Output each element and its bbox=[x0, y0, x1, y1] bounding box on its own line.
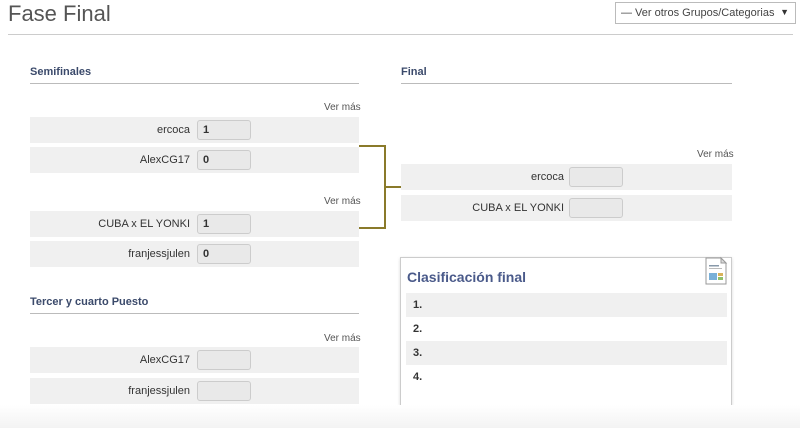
bracket-connector-top bbox=[359, 145, 385, 147]
player-name: franjessjulen bbox=[128, 248, 190, 260]
third-place-row-2: franjessjulen bbox=[30, 378, 359, 404]
third-fourth-heading: Tercer y cuarto Puesto bbox=[30, 296, 359, 314]
rank-row-1: 1. bbox=[406, 293, 727, 317]
player-name: CUBA x EL YONKI bbox=[98, 218, 190, 230]
player-name: AlexCG17 bbox=[139, 154, 190, 166]
clasificacion-box: Clasificación final 1. 2. 3. 4. bbox=[400, 256, 732, 406]
semifinal-2-row-1: CUBA x EL YONKI 1 bbox=[30, 211, 359, 237]
score-input[interactable] bbox=[569, 198, 623, 218]
bracket-connector-bottom bbox=[359, 227, 385, 229]
score-input[interactable]: 1 bbox=[197, 214, 251, 234]
player-name: franjessjulen bbox=[128, 385, 190, 397]
third-place-row-1: AlexCG17 bbox=[30, 347, 359, 373]
clasificacion-title: Clasificación final bbox=[407, 269, 527, 285]
score-input[interactable]: 0 bbox=[197, 244, 251, 264]
semifinal-1-row-2: AlexCG17 0 bbox=[30, 147, 359, 173]
group-select-value: — Ver otros Grupos/Categorias bbox=[621, 7, 775, 19]
score-input[interactable]: 1 bbox=[197, 120, 251, 140]
player-name: AlexCG17 bbox=[139, 354, 190, 366]
rank-row-4: 4. bbox=[413, 371, 423, 383]
page-title: Fase Final bbox=[8, 1, 111, 26]
player-name: ercoca bbox=[530, 171, 564, 183]
score-input[interactable] bbox=[569, 167, 623, 187]
semifinales-heading: Semifinales bbox=[30, 66, 359, 84]
semifinal-2-ver-mas-link[interactable]: Ver más bbox=[324, 196, 361, 207]
final-row-2: CUBA x EL YONKI bbox=[401, 195, 732, 221]
bracket-connector-final bbox=[384, 186, 402, 188]
score-input[interactable] bbox=[197, 381, 251, 401]
score-input[interactable]: 0 bbox=[197, 150, 251, 170]
bottom-fade bbox=[0, 405, 800, 428]
semifinal-2-row-2: franjessjulen 0 bbox=[30, 241, 359, 267]
third-place-ver-mas-link[interactable]: Ver más bbox=[324, 333, 361, 344]
final-ver-mas-link[interactable]: Ver más bbox=[697, 149, 734, 160]
semifinal-1-ver-mas-link[interactable]: Ver más bbox=[324, 102, 361, 113]
player-name: ercoca bbox=[156, 124, 190, 136]
final-row-1: ercoca bbox=[401, 164, 732, 190]
chevron-down-icon: ▼ bbox=[780, 7, 789, 17]
rank-row-3: 3. bbox=[406, 341, 727, 365]
final-heading: Final bbox=[401, 66, 732, 84]
semifinal-1-row-1: ercoca 1 bbox=[30, 117, 359, 143]
player-name: CUBA x EL YONKI bbox=[472, 202, 564, 214]
title-divider bbox=[8, 34, 793, 35]
group-category-select[interactable]: — Ver otros Grupos/Categorias ▼ bbox=[615, 2, 796, 24]
document-icon[interactable] bbox=[704, 256, 728, 286]
score-input[interactable] bbox=[197, 350, 251, 370]
rank-row-2: 2. bbox=[413, 323, 423, 335]
